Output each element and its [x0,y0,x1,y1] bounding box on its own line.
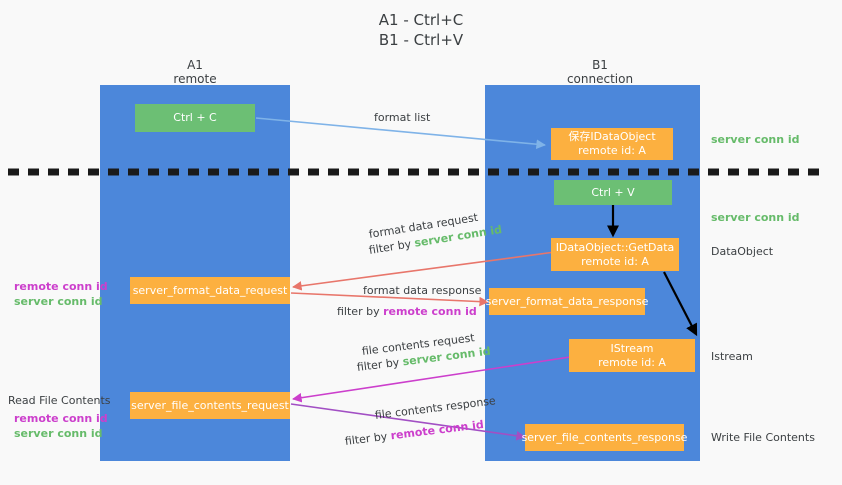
box-server-file-contents-request-line1: server_file_contents_request [131,398,289,412]
arrow-format-data-request [292,251,556,291]
lane-header-b1-sub: connection [566,72,634,86]
title-line-2: B1 - Ctrl+V [378,31,464,49]
right-label-dataobject: DataObject [711,245,774,258]
arrow-format-list [255,117,546,149]
left-label-server-conn-id-2: server conn id [14,427,103,440]
edge-label-format-data-response-filter: filter by remote conn id [337,305,477,319]
right-label-server-conn-id-top: server conn id [711,133,800,146]
box-save-idataobject-line2: remote id: A [578,144,646,157]
edge-label-format-list: format list [374,111,431,124]
box-ctrl-c[interactable]: Ctrl + C [135,104,255,132]
lane-header-a1-sub: remote [173,72,217,86]
arrow-format-data-response [290,292,489,307]
arrow-getdata-to-istream [663,271,698,337]
box-save-idataobject[interactable]: 保存IDataObject remote id: A [551,128,673,160]
box-idataobject-getdata-line1: IDataObject::GetData [555,240,675,254]
box-server-format-data-response-line1: server_format_data_response [485,294,649,308]
arrow-file-contents-response [290,403,526,441]
lane-header-a1: A1 remote [140,58,250,86]
box-server-format-data-request[interactable]: server_format_data_request [130,277,290,304]
right-label-server-conn-id-second: server conn id [711,211,800,224]
lane-header-b1-name: B1 [592,58,608,72]
filter-prefix: filter by [337,305,384,318]
right-label-write-file-contents: Write File Contents [711,431,815,444]
left-label-remote-conn-id-2: remote conn id [14,412,108,425]
arrow-file-contents-request [292,356,571,403]
box-istream-line2: remote id: A [598,355,666,369]
box-istream-line1: IStream [610,341,654,355]
lane-header-b1: B1 connection [545,58,655,86]
right-label-istream: Istream [711,350,753,363]
box-server-file-contents-response[interactable]: server_file_contents_response [522,424,687,451]
filter-key-remote-conn-id: remote conn id [383,305,477,318]
box-istream[interactable]: IStream remote id: A [569,339,695,372]
box-idataobject-getdata-line2: remote id: A [581,254,649,268]
box-server-format-data-request-line1: server_format_data_request [132,283,288,297]
box-ctrl-v-line1: Ctrl + V [591,185,635,199]
box-server-file-contents-request[interactable]: server_file_contents_request [130,392,290,419]
box-server-format-data-response[interactable]: server_format_data_response [486,288,648,315]
box-save-idataobject-line1: 保存IDataObject [568,130,656,143]
left-label-server-conn-id-1: server conn id [14,295,103,308]
box-server-file-contents-response-line1: server_file_contents_response [521,430,688,444]
left-label-remote-conn-id-1: remote conn id [14,280,108,293]
edge-label-format-data-response: format data response [363,284,482,297]
box-ctrl-c-line1: Ctrl + C [173,111,217,124]
left-label-read-file-contents: Read File Contents [8,394,111,407]
diagram-title: A1 - Ctrl+C B1 - Ctrl+V [0,10,842,50]
box-idataobject-getdata[interactable]: IDataObject::GetData remote id: A [551,238,679,271]
lane-header-a1-name: A1 [187,58,203,72]
box-ctrl-v[interactable]: Ctrl + V [554,180,672,205]
title-line-1: A1 - Ctrl+C [378,11,464,29]
